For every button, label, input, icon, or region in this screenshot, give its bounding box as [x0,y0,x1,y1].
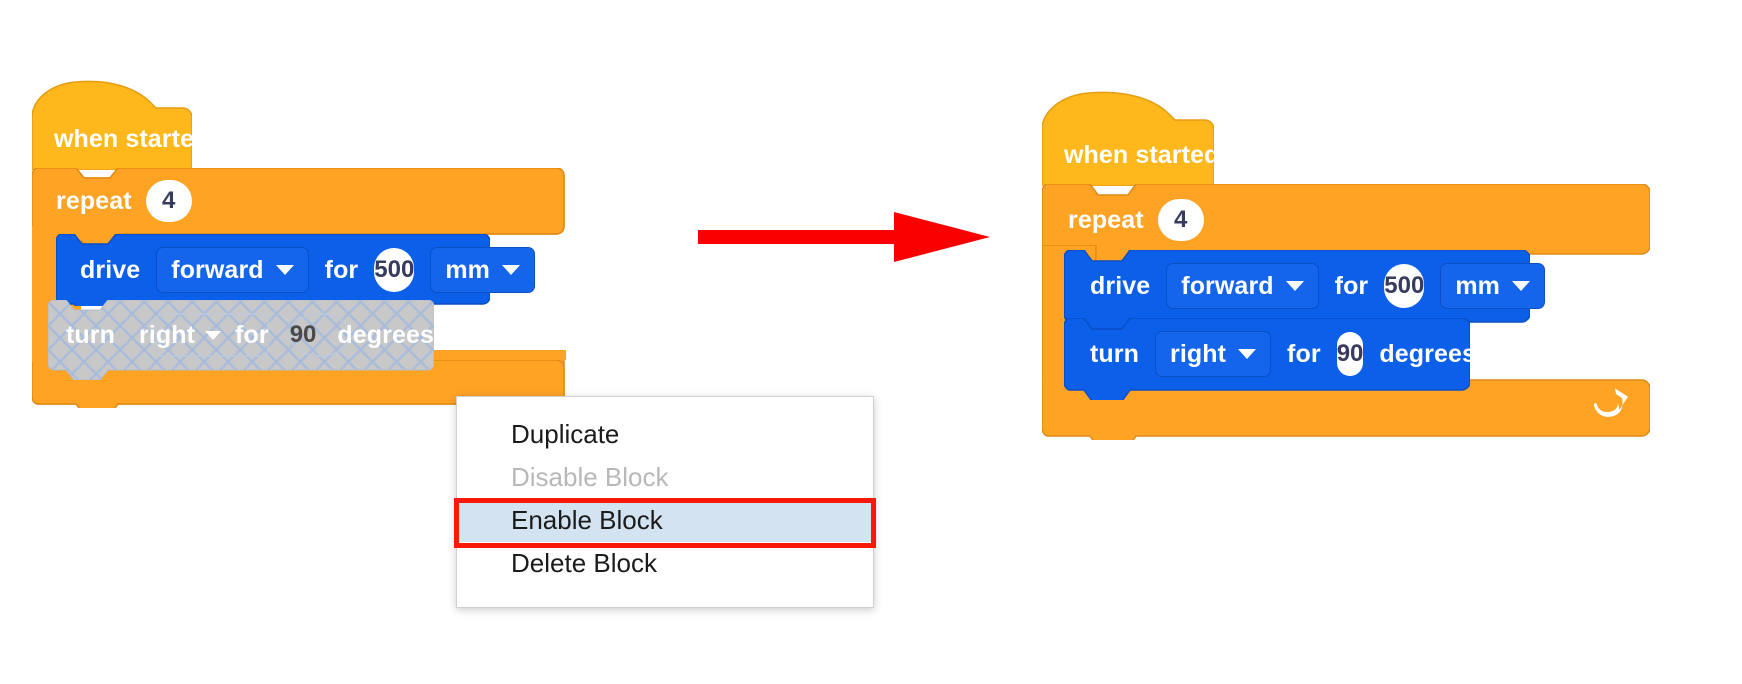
drive-unit-dropdown-after[interactable]: mm [1440,263,1545,309]
turn-keyword: turn [66,320,115,349]
turn-keyword-after: turn [1090,339,1139,368]
turn-direction-value-after: right [1170,339,1227,368]
drive-row: drive forward for 500 mm [56,234,535,306]
turn-row-after: turn right for 90 degrees [1064,318,1476,390]
loop-arrow-icon [1584,382,1632,430]
repeat-count-field-after[interactable]: 4 [1157,199,1204,241]
repeat-keyword: repeat [56,186,132,215]
turn-angle-field[interactable]: 90 [289,321,317,348]
drive-for-label-after: for [1334,271,1369,300]
turn-block-after[interactable]: turn right for 90 degrees [1064,318,1476,400]
drive-for-label: for [324,255,359,284]
turn-direction-dropdown[interactable]: right [129,320,222,349]
drive-distance-field[interactable]: 500 [374,248,415,292]
chevron-down-icon [1238,349,1257,359]
repeat-count-field[interactable]: 4 [145,180,192,222]
drive-block[interactable]: drive forward for 500 mm [56,234,535,306]
drive-direction-dropdown[interactable]: forward [156,247,309,293]
drive-block-after[interactable]: drive forward for 500 mm [1064,250,1545,332]
drive-direction-value-after: forward [1181,271,1274,300]
turn-for-label: for [235,320,269,349]
turn-direction-dropdown-after[interactable]: right [1155,331,1272,377]
drive-unit-value: mm [445,255,490,284]
drive-direction-dropdown-after[interactable]: forward [1166,263,1319,309]
drive-distance-field-after[interactable]: 500 [1384,264,1425,308]
turn-unit-label-after: degrees [1379,339,1476,368]
context-menu[interactable]: Duplicate Disable Block Enable Block Del… [456,396,874,608]
repeat-keyword-after: repeat [1068,205,1144,234]
menu-item-enable-block[interactable]: Enable Block [457,499,873,542]
turn-block-disabled[interactable]: turn right for 90 degrees [48,300,434,380]
drive-direction-value: forward [171,255,264,284]
turn-angle-field-after[interactable]: 90 [1336,332,1364,376]
drive-keyword-after: drive [1090,271,1151,300]
turn-row: turn right for 90 degrees [48,300,434,370]
chevron-down-icon [205,330,222,340]
drive-unit-value-after: mm [1455,271,1500,300]
chevron-down-icon [1285,281,1304,291]
when-started-hat-block[interactable]: when started [32,78,209,170]
chevron-down-icon [1512,281,1530,291]
drive-keyword: drive [80,255,141,284]
repeat-row: repeat 4 [56,180,192,222]
menu-item-delete-block[interactable]: Delete Block [511,548,657,578]
menu-item-duplicate[interactable]: Duplicate [511,419,620,449]
drive-row-after: drive forward for 500 mm [1064,250,1545,322]
chevron-down-icon [502,265,520,275]
when-started-hat-block-after[interactable]: when started [1042,88,1219,186]
turn-direction-value: right [139,320,196,349]
when-started-label: when started [54,125,210,153]
when-started-label-after: when started [1064,141,1220,169]
transition-arrow-icon [698,206,994,270]
turn-for-label-after: for [1287,339,1321,368]
menu-item-disable-block: Disable Block [511,462,669,492]
drive-unit-dropdown[interactable]: mm [430,247,535,293]
turn-unit-label: degrees [337,320,434,349]
repeat-row-after: repeat 4 [1068,198,1204,242]
chevron-down-icon [275,265,294,275]
